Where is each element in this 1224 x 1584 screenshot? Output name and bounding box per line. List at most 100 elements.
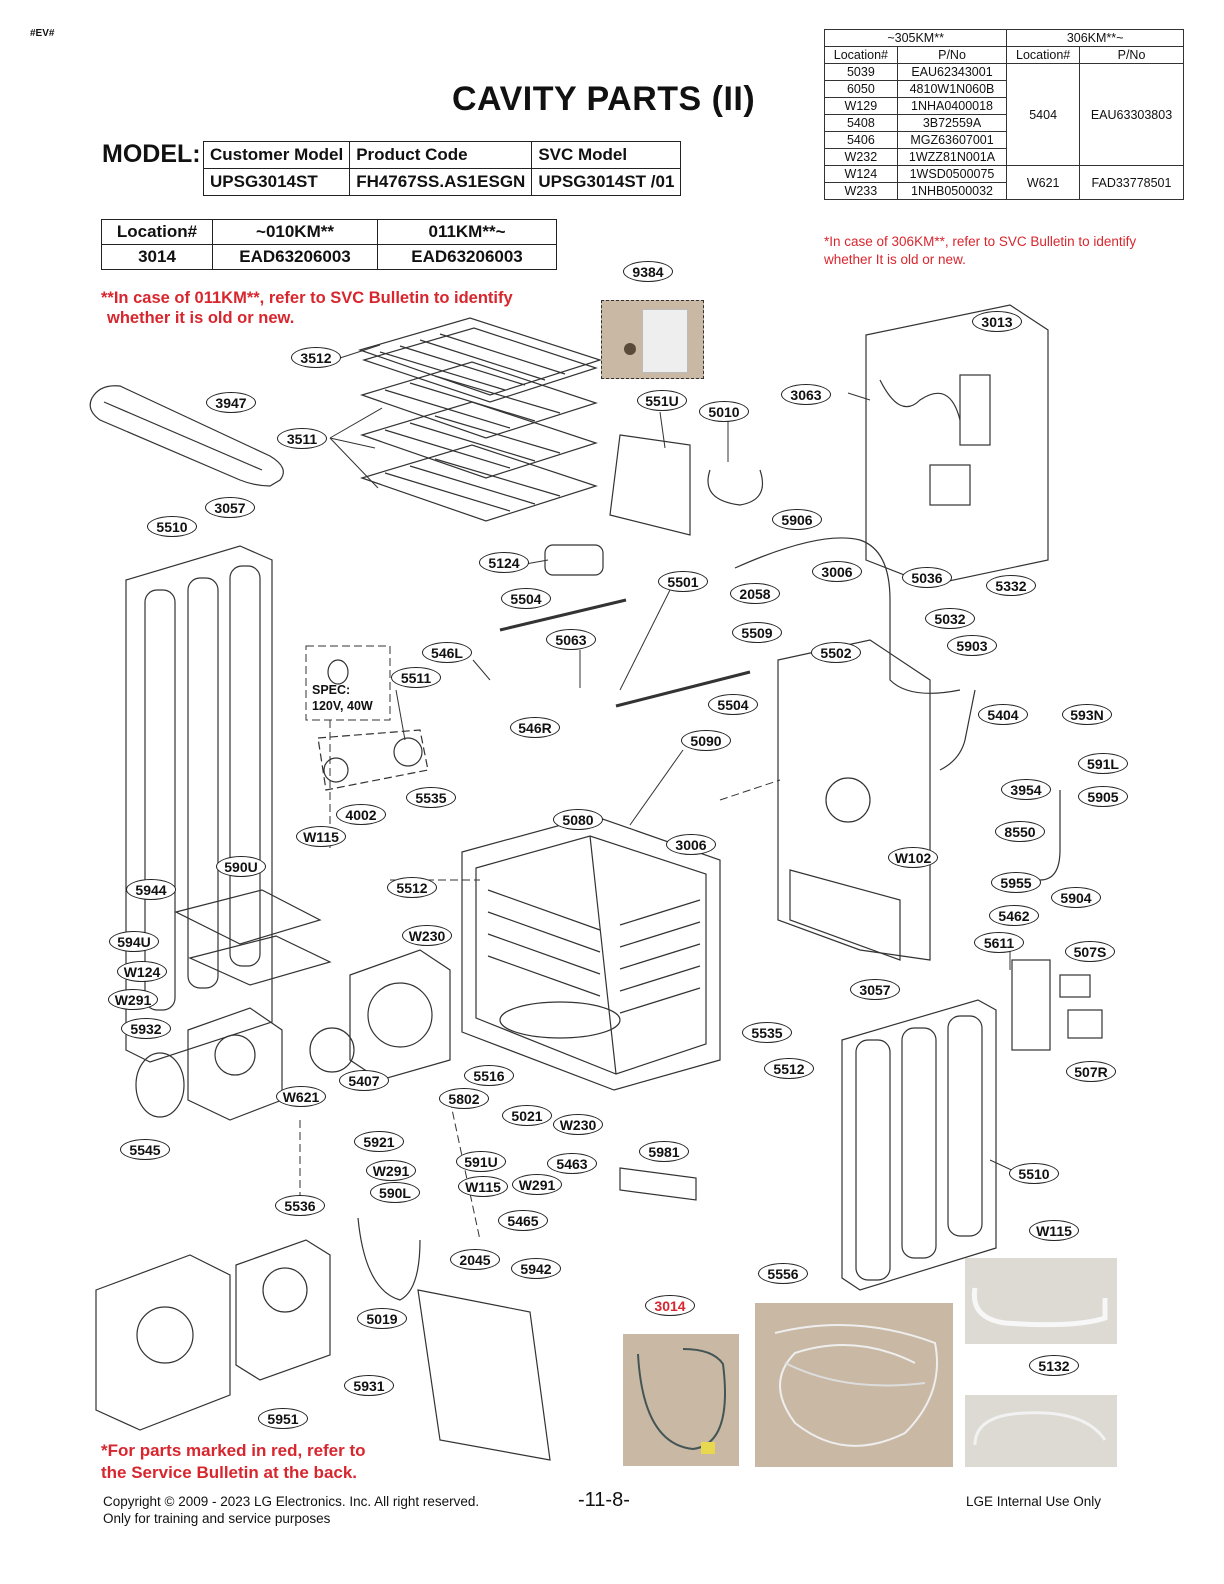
tube-5903 xyxy=(939,689,976,771)
callout-3006: 3006 xyxy=(812,560,862,582)
callout-3013: 3013 xyxy=(972,310,1022,332)
callout-3947: 3947 xyxy=(206,391,256,413)
callout-4002: 4002 xyxy=(336,803,386,825)
callout-2045: 2045 xyxy=(450,1248,500,1270)
tray-5981 xyxy=(619,1167,697,1201)
board-bracket-5611 xyxy=(1011,959,1051,1051)
callout-W115: W115 xyxy=(458,1175,508,1197)
callout-5504: 5504 xyxy=(708,693,758,715)
callout-5407: 5407 xyxy=(339,1069,389,1091)
callout-W621: W621 xyxy=(276,1085,326,1107)
cover-5931 xyxy=(235,1239,331,1381)
callout-590U: 590U xyxy=(216,855,266,877)
photo-9384 xyxy=(601,300,704,379)
duct-551U xyxy=(609,434,691,536)
callout-W291: W291 xyxy=(512,1173,562,1195)
ver-loc: 5408 xyxy=(824,114,898,132)
callout-593N: 593N xyxy=(1062,703,1112,725)
callout-546R: 546R xyxy=(510,716,560,738)
callout-5080: 5080 xyxy=(553,808,603,830)
callout-5512: 5512 xyxy=(387,876,437,898)
model-product: FH4767SS.AS1ESGN xyxy=(349,168,533,196)
ver-loc: 5039 xyxy=(824,63,898,81)
bulb-spec-value: 120V, 40W xyxy=(312,699,373,713)
note-306: *In case of 306KM**, refer to SVC Bullet… xyxy=(824,233,1136,269)
loc-header: Location# xyxy=(101,219,213,245)
bulb-spec: SPEC: 120V, 40W xyxy=(312,682,373,714)
version-table: ~305KM** 306KM**~ Location# P/No Locatio… xyxy=(823,29,1184,200)
tube-5906 xyxy=(734,537,961,694)
note-red-parts: *For parts marked in red, refer to the S… xyxy=(101,1440,366,1484)
callout-5511: 5511 xyxy=(391,666,441,688)
callout-5010: 5010 xyxy=(699,400,749,422)
callout-5545: 5545 xyxy=(120,1138,170,1160)
ver-group-right: 306KM**~ xyxy=(1006,29,1184,47)
callout-3063: 3063 xyxy=(781,383,831,405)
callout-5510: 5510 xyxy=(147,515,197,537)
callout-5955: 5955 xyxy=(991,871,1041,893)
callout-5905: 5905 xyxy=(1078,785,1128,807)
callout-5944: 5944 xyxy=(126,878,176,900)
fan-housing-5802 xyxy=(349,949,451,1081)
callout-5535: 5535 xyxy=(742,1021,792,1043)
training-line: Only for training and service purposes xyxy=(103,1511,331,1526)
loc-value: 3014 xyxy=(101,244,213,270)
page-number: -11-8- xyxy=(578,1489,630,1511)
bulb-spec-label: SPEC: xyxy=(312,683,351,697)
callout-5611: 5611 xyxy=(974,931,1024,953)
bulb-spec-box xyxy=(305,645,391,721)
callout-9384: 9384 xyxy=(623,260,673,282)
callout-3006: 3006 xyxy=(666,833,716,855)
ver-loc: W233 xyxy=(824,182,898,200)
callout-5504: 5504 xyxy=(501,587,551,609)
callout-5516: 5516 xyxy=(464,1064,514,1086)
note-306-line2: whether It is old or new. xyxy=(824,252,966,267)
ver-loc: W124 xyxy=(824,165,898,183)
footer-internal: LGE Internal Use Only xyxy=(966,1494,1102,1509)
loc-header-new: 011KM**~ xyxy=(377,219,557,245)
callout-W291: W291 xyxy=(366,1159,416,1181)
washer-icon xyxy=(624,343,636,355)
ver-h3: Location# xyxy=(1006,46,1081,64)
callout-5981: 5981 xyxy=(639,1140,689,1162)
wire-harness-3014-icon xyxy=(774,1324,938,1447)
loc-new-pn: EAD63206003 xyxy=(377,244,557,270)
copyright-line: Copyright © 2009 - 2023 LG Electronics. … xyxy=(103,1494,480,1509)
callout-3954: 3954 xyxy=(1001,778,1051,800)
photo-2045 xyxy=(965,1258,1117,1344)
callout-5802: 5802 xyxy=(439,1087,489,1109)
callout-3014: 3014 xyxy=(645,1294,695,1316)
callout-5535: 5535 xyxy=(406,786,456,808)
tube-5132-icon xyxy=(973,1411,1107,1446)
note-red-line2: the Service Bulletin at the back. xyxy=(101,1463,358,1482)
callout-5332: 5332 xyxy=(986,574,1036,596)
board-507S xyxy=(1059,974,1091,998)
board-507R xyxy=(1067,1009,1103,1039)
callout-594U: 594U xyxy=(109,930,159,952)
callout-W115: W115 xyxy=(1029,1219,1079,1241)
callout-591L: 591L xyxy=(1078,752,1128,774)
ver-right-pn: EAU63303803 xyxy=(1079,63,1184,166)
callout-590L: 590L xyxy=(370,1181,420,1203)
photo-5132 xyxy=(965,1395,1117,1467)
ver-pn: 4810W1N060B xyxy=(896,80,1008,98)
loc-old-pn: EAD63206003 xyxy=(212,244,378,270)
model-header-svc: SVC Model xyxy=(531,141,682,169)
page-title: CAVITY PARTS (II) xyxy=(452,80,756,118)
callout-5556: 5556 xyxy=(758,1262,808,1284)
ver-pn: 3B72559A xyxy=(896,114,1008,132)
fan-blade-5407 xyxy=(309,1027,355,1073)
callout-591U: 591U xyxy=(456,1150,506,1172)
callout-5462: 5462 xyxy=(989,904,1039,926)
callout-5942: 5942 xyxy=(511,1257,561,1279)
callout-5931: 5931 xyxy=(344,1374,394,1396)
callout-W115: W115 xyxy=(296,825,346,847)
callout-3057: 3057 xyxy=(205,496,255,518)
callout-5509: 5509 xyxy=(732,621,782,643)
note-011-line1: **In case of 011KM**, refer to SVC Bulle… xyxy=(101,289,513,307)
callout-507S: 507S xyxy=(1065,940,1115,962)
model-header-product: Product Code xyxy=(349,141,533,169)
photo-3014 xyxy=(755,1303,953,1467)
callout-5512: 5512 xyxy=(764,1057,814,1079)
gasket-3947 xyxy=(89,385,284,487)
